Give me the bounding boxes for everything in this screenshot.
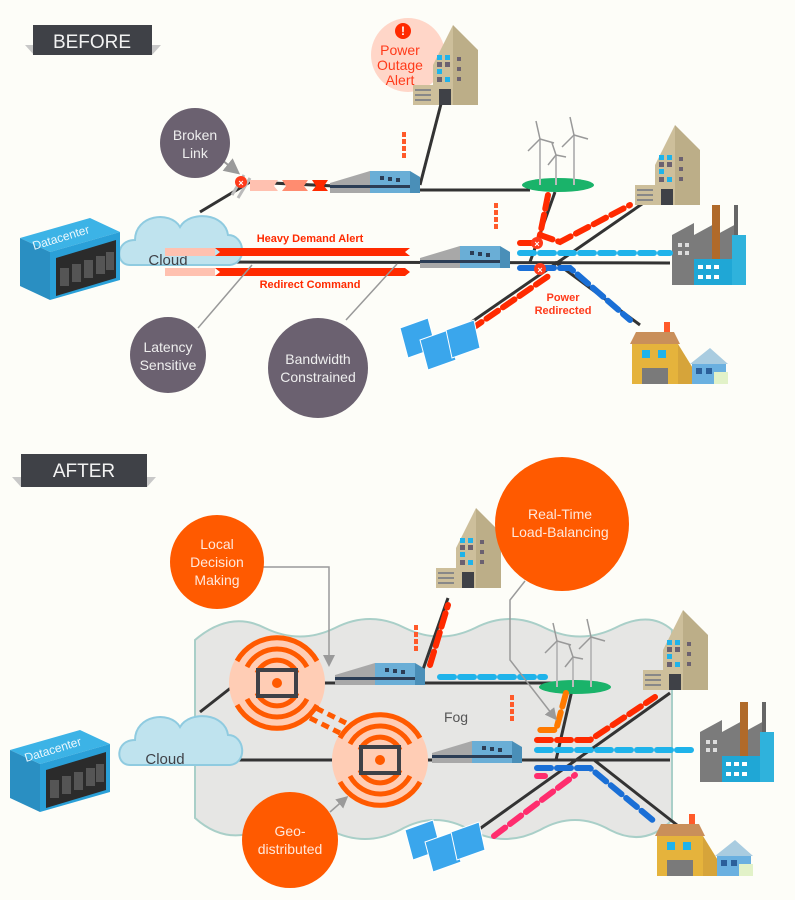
after-energy-flows	[427, 602, 698, 839]
broken-link-marker: ×	[230, 174, 252, 199]
solar-panels	[399, 317, 481, 371]
callout-local-decision: Local Decision Making	[170, 515, 335, 667]
svg-text:Local: Local	[200, 536, 233, 552]
before-section: BEFORE × Broke	[20, 18, 746, 418]
svg-text:BEFORE: BEFORE	[53, 32, 131, 53]
svg-text:×: ×	[537, 265, 542, 275]
after-section-label: AFTER	[12, 454, 156, 487]
error-x-icon	[534, 263, 546, 275]
svg-text:Latency: Latency	[143, 339, 192, 355]
factory	[700, 702, 774, 782]
svg-text:Bandwidth: Bandwidth	[285, 351, 350, 367]
fog-node-2	[332, 712, 428, 808]
svg-text:Power: Power	[380, 42, 420, 58]
svg-text:Redirected: Redirected	[535, 305, 592, 317]
factory	[672, 205, 746, 285]
svg-text:Link: Link	[182, 145, 209, 161]
callout-geo-distributed: Geo- distributed	[242, 792, 349, 888]
datacenter: Datacenter	[10, 730, 110, 812]
wind-farm	[521, 116, 595, 193]
fog-label: Fog	[444, 709, 468, 725]
cloud-label: Cloud	[148, 252, 187, 269]
callout-power-outage: ! Power Outage Alert	[371, 18, 445, 92]
svg-text:Real-Time: Real-Time	[528, 506, 592, 522]
office-tower	[635, 125, 700, 205]
svg-text:Alert: Alert	[386, 72, 415, 88]
svg-text:Load-Balancing: Load-Balancing	[511, 524, 608, 540]
error-x-icon	[531, 237, 543, 249]
svg-text:Decision: Decision	[190, 554, 244, 570]
broken-link-flow	[250, 180, 328, 191]
substation-1	[330, 171, 420, 193]
svg-text:Sensitive: Sensitive	[140, 357, 197, 373]
cloud-label: Cloud	[145, 751, 184, 768]
alert-icon	[395, 23, 411, 39]
power-redirected-label: Power	[546, 292, 580, 304]
error-x-icon	[235, 176, 247, 188]
svg-text:Broken: Broken	[173, 127, 217, 143]
fog-node-link	[308, 705, 348, 736]
svg-text:×: ×	[534, 239, 539, 249]
chimney	[402, 132, 406, 158]
callout-broken-link: Broken Link	[160, 108, 241, 178]
callout-latency: Latency Sensitive	[130, 264, 253, 393]
datacenter: Datacenter	[20, 218, 120, 300]
redirect-flow	[165, 268, 410, 276]
after-section: AFTER Fog	[10, 454, 774, 888]
before-section-label: BEFORE	[25, 25, 161, 55]
redirect-label: Redirect Command	[260, 279, 361, 291]
callout-bandwidth: Bandwidth Constrained	[268, 263, 398, 418]
svg-text:Outage: Outage	[377, 57, 423, 73]
solar-panels	[404, 819, 486, 873]
fog-node-1	[229, 635, 325, 731]
svg-text:×: ×	[238, 178, 243, 188]
svg-text:Constrained: Constrained	[280, 369, 356, 385]
houses	[630, 322, 728, 384]
error-markers: × ×	[531, 237, 546, 275]
svg-text:distributed: distributed	[258, 841, 323, 857]
office-tower	[436, 508, 501, 588]
chimney	[494, 203, 498, 229]
svg-text:!: !	[401, 24, 405, 38]
svg-text:AFTER: AFTER	[53, 461, 115, 482]
svg-text:Geo-: Geo-	[274, 823, 305, 839]
heavy-demand-label: Heavy Demand Alert	[257, 233, 364, 245]
heavy-demand-flow	[165, 248, 410, 256]
svg-text:Making: Making	[194, 572, 239, 588]
callout-load-balancing: Real-Time Load-Balancing	[495, 457, 629, 721]
substation-2	[420, 246, 510, 268]
